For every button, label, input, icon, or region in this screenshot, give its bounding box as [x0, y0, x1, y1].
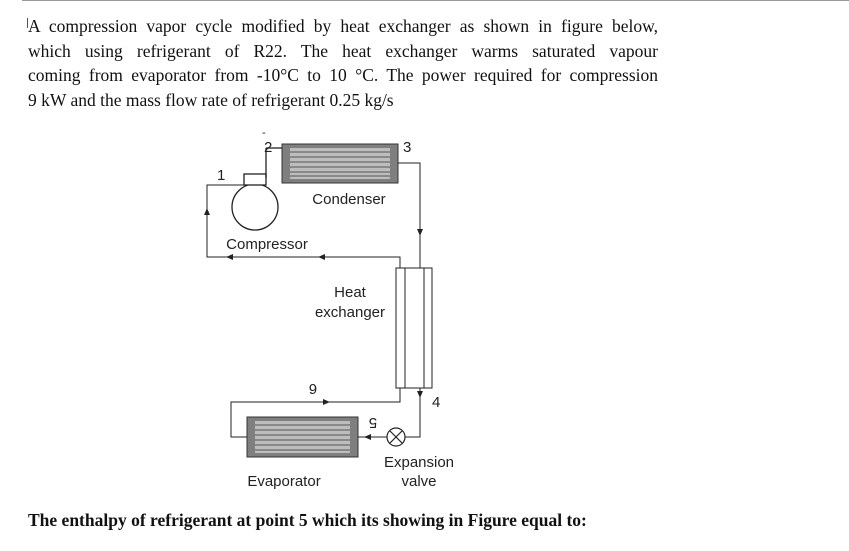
condenser-label: Condenser: [312, 191, 385, 208]
point-label-2: 2: [264, 139, 272, 156]
pipe-evaporator-to-hx: [230, 388, 401, 438]
pipe-hx-to-compressor: [206, 184, 401, 268]
evaporator-coil: [246, 416, 359, 458]
text-cursor-mark: [27, 18, 28, 28]
problem-statement: A compression vapor cycle modified by he…: [28, 14, 658, 112]
top-border-line: [22, 0, 849, 1]
question-text: The enthalpy of refrigerant at point 5 w…: [28, 510, 587, 530]
point-label-5: 5: [369, 414, 377, 431]
condenser-coil: [281, 143, 399, 184]
point-label-6: 6: [309, 380, 317, 397]
point-label-3: 3: [403, 139, 411, 156]
expansion-valve: [386, 427, 406, 447]
compressor: [231, 147, 282, 231]
expansion-valve-label-line-1: Expansion: [384, 454, 454, 471]
problem-line-1: A compression vapor cycle modified by he…: [28, 16, 658, 36]
heat-exchanger-label-line-1: Heat: [334, 284, 367, 301]
point-label-4: 4: [432, 394, 440, 411]
compressor-label: Compressor: [226, 236, 308, 253]
piping: [204, 162, 423, 440]
problem-line-2: which using refrigerant of R22. The heat…: [28, 40, 658, 61]
point-label-1: 1: [217, 167, 225, 184]
problem-line-3: coming from evaporator from -10°C to 10 …: [28, 65, 658, 85]
heat-exchanger: [395, 267, 433, 389]
problem-line-4: 9 kW and the mass flow rate of refrigera…: [28, 89, 394, 110]
expansion-valve-label-line-2: valve: [401, 473, 436, 490]
pipe-3-to-hx: [398, 162, 421, 268]
pipe-4-to-valve: [405, 388, 421, 438]
point-2-tick-mark: -: [262, 127, 266, 139]
evaporator-label: Evaporator: [247, 473, 320, 490]
heat-exchanger-label-line-2: exchanger: [315, 304, 385, 321]
